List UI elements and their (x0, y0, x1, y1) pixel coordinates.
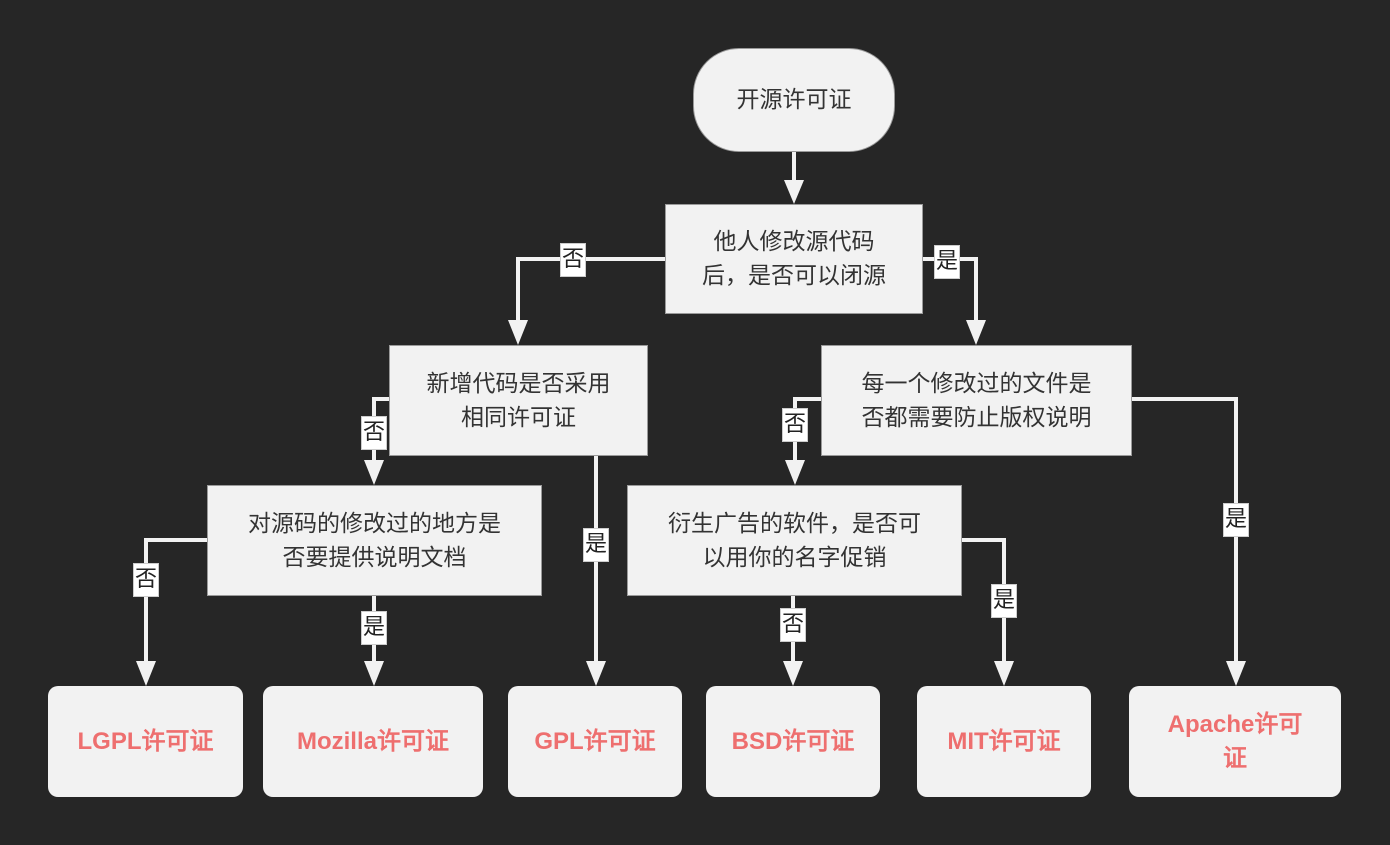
decision-same-license-line-1: 新增代码是否采用 (426, 370, 611, 397)
edge-label-yes: 是 (934, 245, 960, 279)
decision-promote-name-line-2: 以用你的名字促销 (702, 544, 887, 571)
leaf-mozilla: Mozilla许可证 (263, 686, 483, 797)
edge-label-yes: 是 (991, 584, 1017, 618)
leaf-apache-line-2: 证 (1222, 744, 1247, 772)
arrowhead-icon (364, 460, 384, 485)
leaf-gpl-label: GPL许可证 (534, 727, 656, 755)
edge-label-no: 否 (780, 608, 806, 642)
leaf-mit: MIT许可证 (917, 686, 1091, 797)
decision-change-docs: 对源码的修改过的地方是 否要提供说明文档 (207, 485, 542, 596)
decision-copyright-notice-line-2: 否都需要防止版权说明 (861, 404, 1092, 431)
decision-close-source: 他人修改源代码 后，是否可以闭源 (665, 204, 923, 314)
decision-same-license-line-2: 相同许可证 (461, 404, 576, 431)
decision-same-license: 新增代码是否采用 相同许可证 (389, 345, 648, 456)
decision-copyright-notice-line-1: 每一个修改过的文件是 (861, 370, 1092, 397)
decision-promote-name: 衍生广告的软件，是否可 以用你的名字促销 (627, 485, 962, 596)
start-node: 开源许可证 (693, 48, 895, 152)
edge-label-no: 否 (361, 416, 387, 450)
edge-q-promote-name-to-leaf-mit (962, 538, 1006, 667)
leaf-mit-label: MIT许可证 (947, 727, 1061, 755)
leaf-bsd-label: BSD许可证 (731, 727, 855, 755)
edge-q-change-docs-to-leaf-lgpl (144, 538, 207, 667)
decision-change-docs-line-2: 否要提供说明文档 (282, 544, 467, 571)
leaf-lgpl-label: LGPL许可证 (77, 727, 214, 755)
leaf-apache: Apache许可 证 (1129, 686, 1341, 797)
leaf-gpl: GPL许可证 (508, 686, 682, 797)
edge-q-close-source-to-q-same-license (516, 257, 665, 326)
edge-q-copyright-notice-to-leaf-apache (1132, 397, 1238, 667)
leaf-apache-line-1: Apache许可 (1167, 710, 1303, 738)
edge-label-no: 否 (133, 563, 159, 597)
edge-label-yes: 是 (1223, 503, 1249, 537)
edge-label-no: 否 (560, 243, 586, 277)
decision-promote-name-line-1: 衍生广告的软件，是否可 (668, 510, 921, 537)
arrowhead-icon (508, 320, 528, 345)
edge-label-yes: 是 (361, 611, 387, 645)
start-node-label: 开源许可证 (736, 87, 852, 113)
arrowhead-icon (966, 320, 986, 345)
edge-q-copyright-notice-to-q-promote-name (793, 397, 821, 466)
leaf-mozilla-label: Mozilla许可证 (296, 727, 449, 755)
arrowhead-icon (784, 180, 804, 204)
decision-copyright-notice: 每一个修改过的文件是 否都需要防止版权说明 (821, 345, 1132, 456)
arrowhead-icon (586, 661, 606, 686)
edge-label-no: 否 (782, 408, 808, 442)
decision-change-docs-line-1: 对源码的修改过的地方是 (248, 510, 501, 537)
edge-label-yes: 是 (583, 528, 609, 562)
leaf-bsd: BSD许可证 (706, 686, 880, 797)
arrowhead-icon (136, 661, 156, 686)
decision-close-source-line-2: 后，是否可以闭源 (702, 263, 886, 289)
arrowhead-icon (994, 661, 1014, 686)
arrowhead-icon (783, 661, 803, 686)
arrowhead-icon (1226, 661, 1246, 686)
decision-close-source-line-1: 他人修改源代码 (713, 229, 875, 255)
arrowhead-icon (785, 460, 805, 485)
arrowhead-icon (364, 661, 384, 686)
leaf-lgpl: LGPL许可证 (48, 686, 243, 797)
